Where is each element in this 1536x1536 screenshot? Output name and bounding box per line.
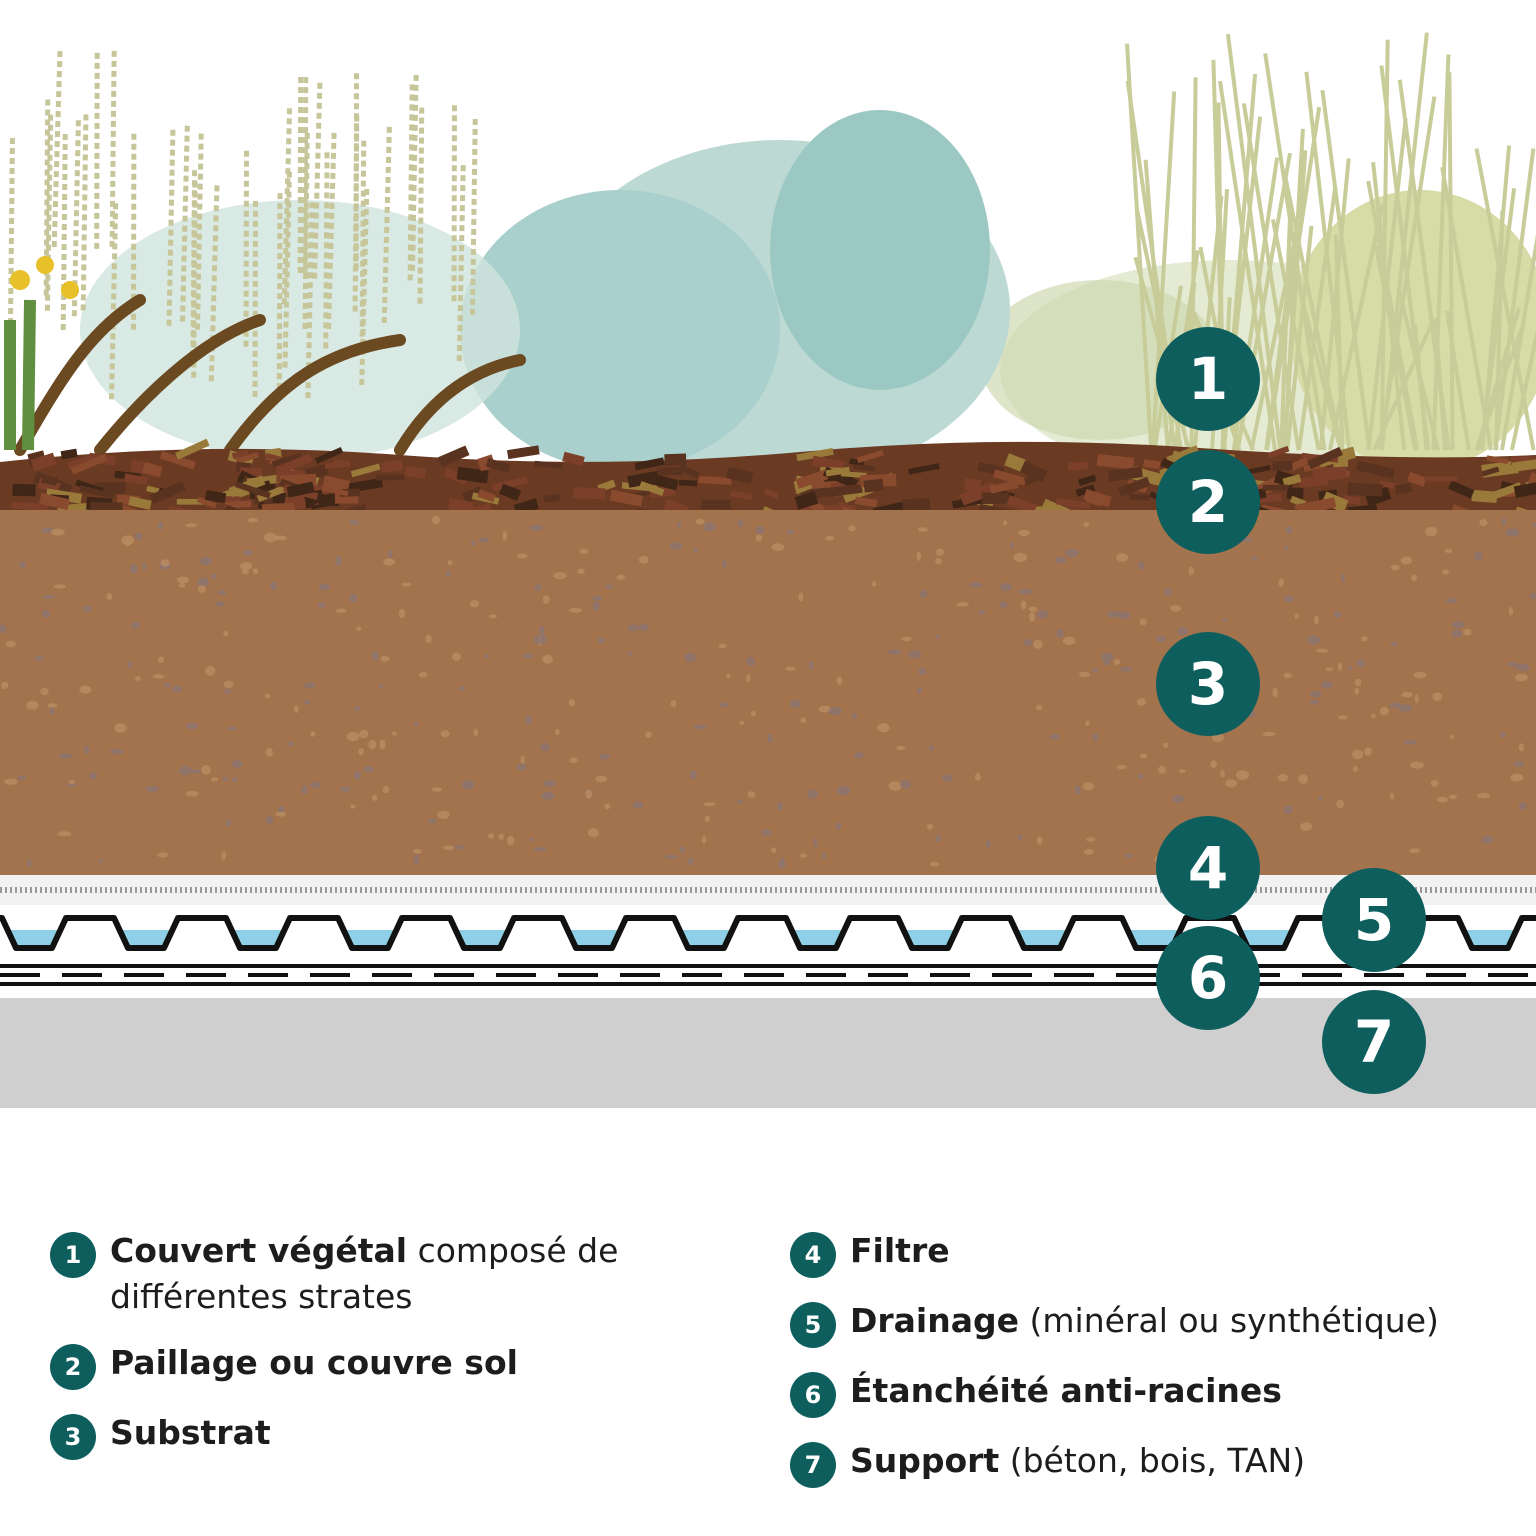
legend-title-6: Étanchéité anti-racines xyxy=(850,1371,1282,1410)
marker-4: 4 xyxy=(1156,816,1260,920)
legend-text-4: Filtre xyxy=(850,1228,950,1274)
legend-title-2: Paillage ou couvre sol xyxy=(110,1343,518,1382)
legend-badge-3: 3 xyxy=(50,1414,96,1460)
marker-2: 2 xyxy=(1156,450,1260,554)
legend-title-4: Filtre xyxy=(850,1231,950,1270)
legend-desc-5: (minéral ou synthétique) xyxy=(1019,1301,1439,1340)
legend-desc-7: (béton, bois, TAN) xyxy=(999,1441,1306,1480)
legend-right: 4 Filtre 5 Drainage (minéral ou synthéti… xyxy=(790,1228,1510,1508)
legend-badge-6: 6 xyxy=(790,1372,836,1418)
marker-1: 1 xyxy=(1156,327,1260,431)
green-roof-cross-section xyxy=(0,32,1536,1108)
legend-title-5: Drainage xyxy=(850,1301,1020,1340)
legend-left: 1 Couvert végétal composé de différentes… xyxy=(50,1228,690,1480)
legend-item-1: 1 Couvert végétal composé de différentes… xyxy=(50,1228,690,1320)
legend-badge-4: 4 xyxy=(790,1232,836,1278)
support-layer xyxy=(0,998,1536,1108)
legend-text-2: Paillage ou couvre sol xyxy=(110,1340,518,1386)
legend-title-7: Support xyxy=(850,1441,1000,1480)
legend-item-5: 5 Drainage (minéral ou synthétique) xyxy=(790,1298,1510,1348)
legend-badge-7: 7 xyxy=(790,1442,836,1488)
legend-item-3: 3 Substrat xyxy=(50,1410,690,1460)
marker-7: 7 xyxy=(1322,990,1426,1094)
legend-text-3: Substrat xyxy=(110,1410,271,1456)
vegetation-layer xyxy=(4,32,1536,480)
legend-desc-1: composé de différentes strates xyxy=(110,1231,619,1316)
legend-text-1: Couvert végétal composé de différentes s… xyxy=(110,1228,690,1320)
legend-item-7: 7 Support (béton, bois, TAN) xyxy=(790,1438,1510,1488)
legend-item-6: 6 Étanchéité anti-racines xyxy=(790,1368,1510,1418)
drainage-layer xyxy=(0,915,1536,951)
marker-6: 6 xyxy=(1156,926,1260,1030)
legend-item-2: 2 Paillage ou couvre sol xyxy=(50,1340,690,1390)
marker-3: 3 xyxy=(1156,632,1260,736)
legend-item-4: 4 Filtre xyxy=(790,1228,1510,1278)
legend-title-3: Substrat xyxy=(110,1413,271,1452)
legend-badge-1: 1 xyxy=(50,1232,96,1278)
legend-title-1: Couvert végétal xyxy=(110,1231,408,1270)
legend-text-6: Étanchéité anti-racines xyxy=(850,1368,1282,1414)
legend-badge-2: 2 xyxy=(50,1344,96,1390)
legend-text-7: Support (béton, bois, TAN) xyxy=(850,1438,1305,1484)
legend-badge-5: 5 xyxy=(790,1302,836,1348)
legend-text-5: Drainage (minéral ou synthétique) xyxy=(850,1298,1439,1344)
waterproofing-layer xyxy=(0,962,1536,986)
marker-5: 5 xyxy=(1322,868,1426,972)
substrate-layer xyxy=(0,510,1536,875)
